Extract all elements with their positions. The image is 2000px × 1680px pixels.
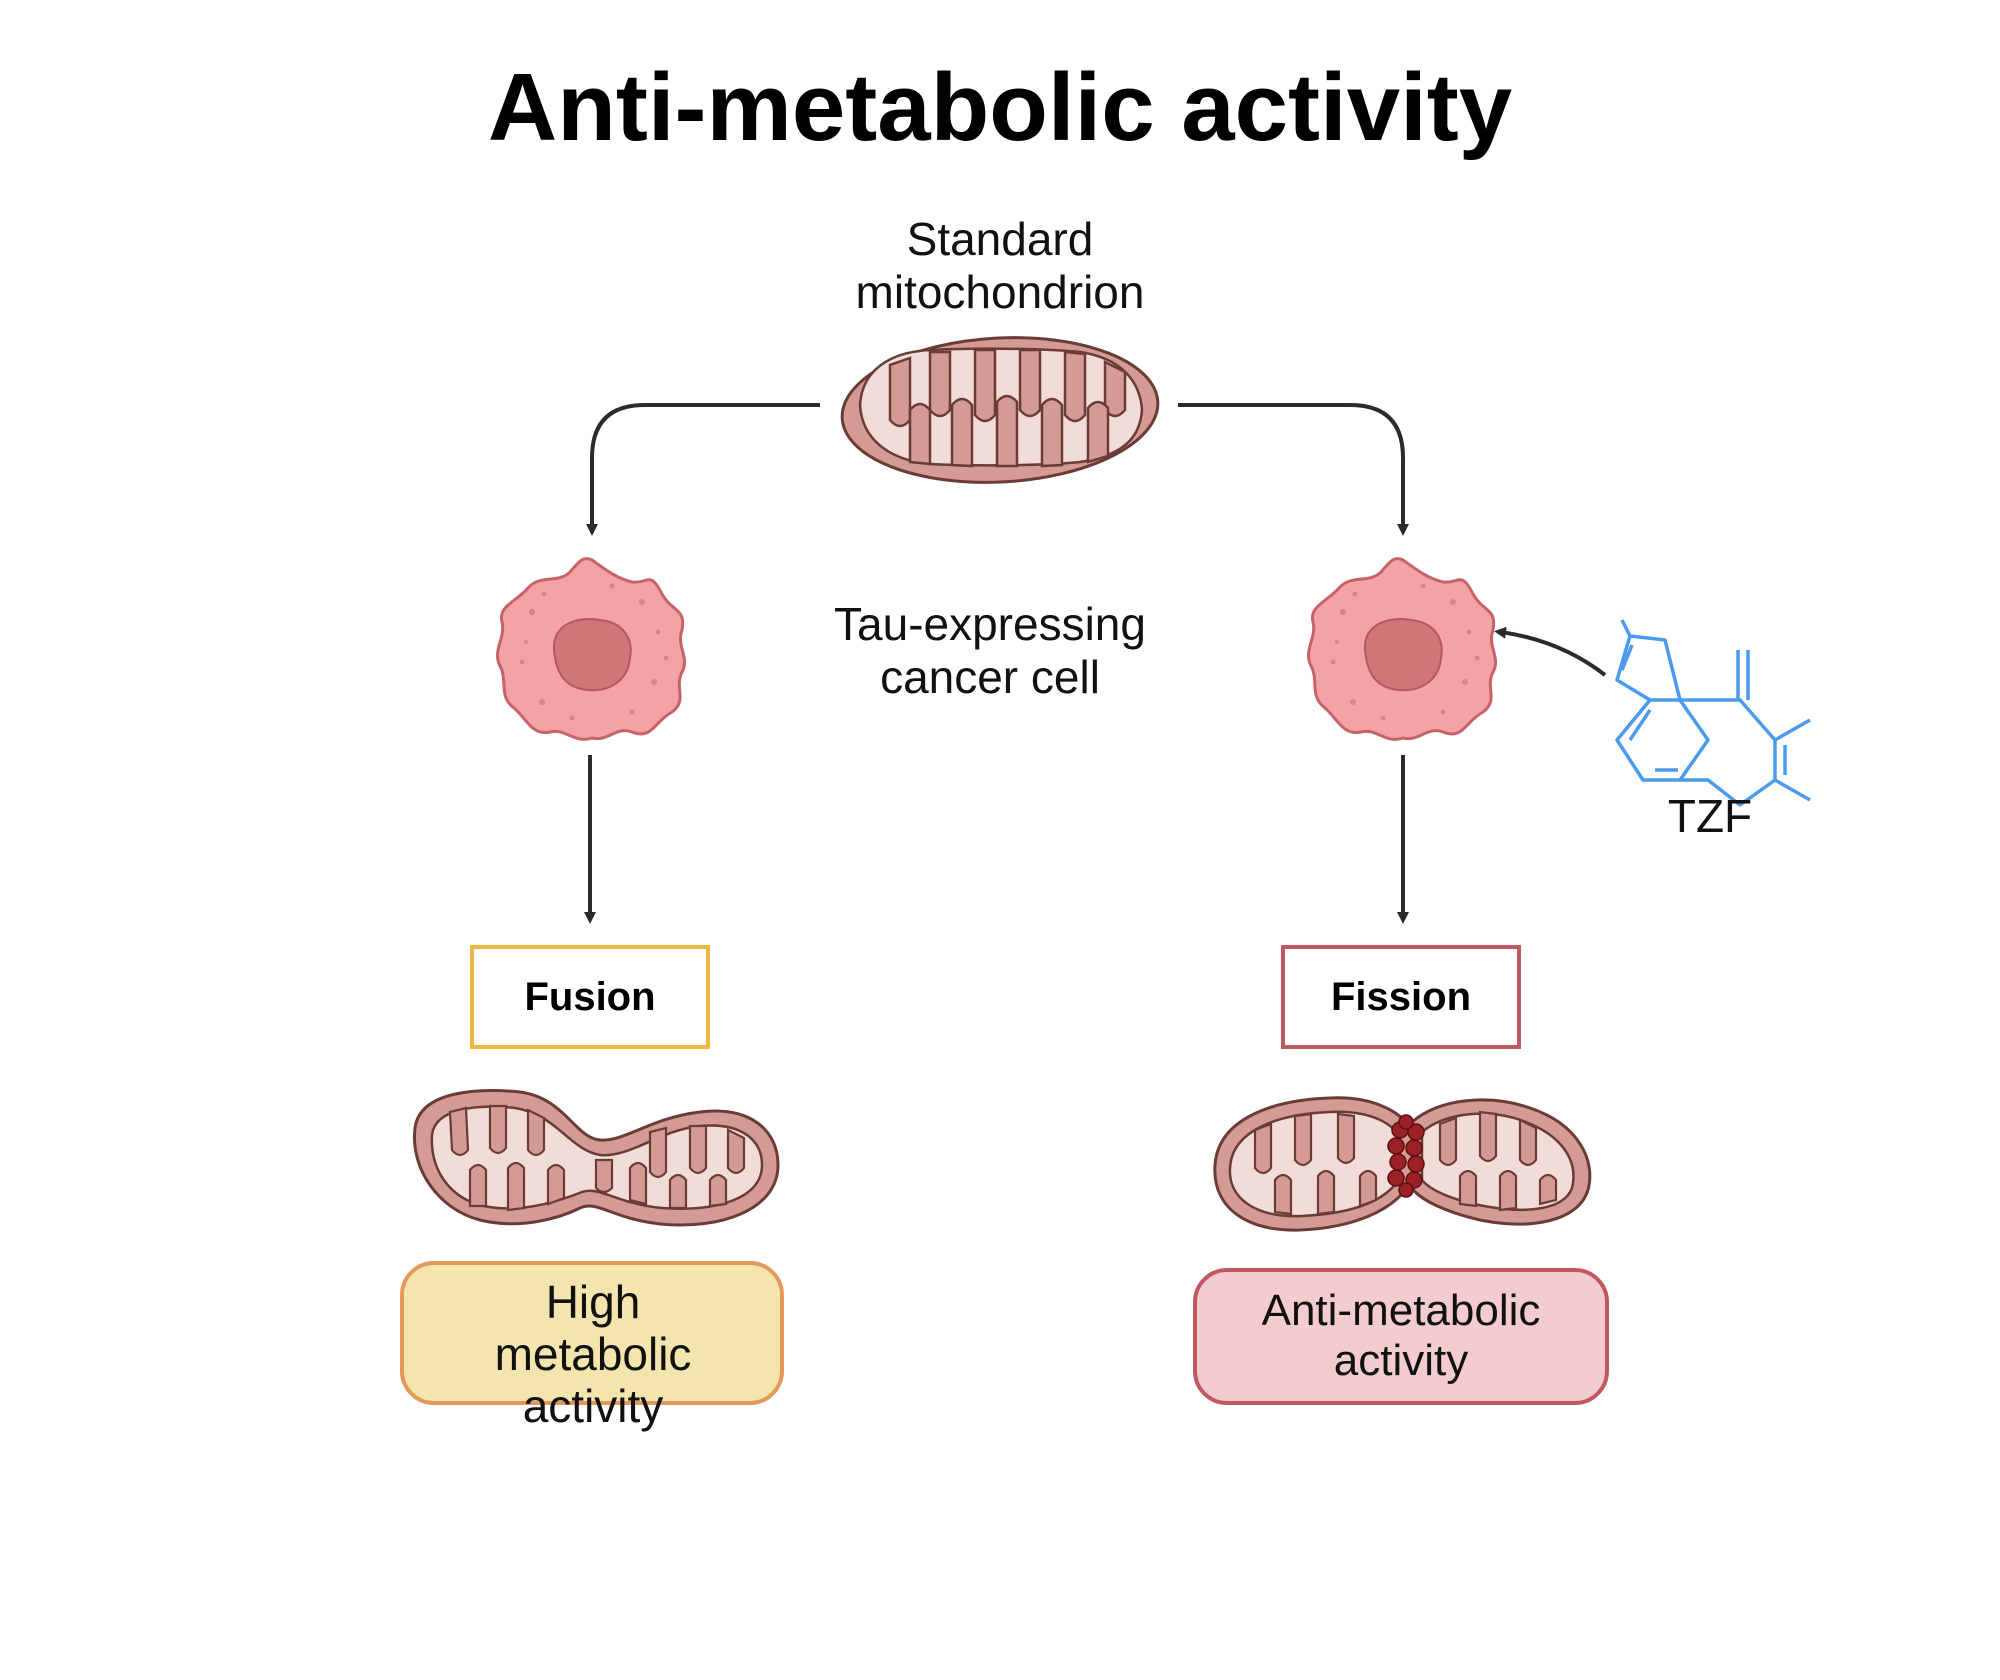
cancer-cell-label-1: Tau-expressing (834, 598, 1146, 650)
standard-mitochondrion-label-1: Standard (907, 213, 1094, 265)
standard-mitochondrion-label-2: mitochondrion (856, 266, 1145, 318)
cancer-cell-icon (495, 557, 687, 741)
arrow-tzf-to-cell (1494, 626, 1607, 677)
cancer-cell-icon (1306, 557, 1498, 741)
fission-ring-icon (1387, 1114, 1425, 1198)
tzf-label: TZF (1668, 790, 1752, 842)
fission-box (1281, 945, 1521, 1049)
anti-metabolic-label-1: Anti-metabolic (1262, 1286, 1541, 1335)
high-metabolic-label-2: metabolic (495, 1328, 692, 1380)
high-metabolic-label-1: High (546, 1276, 641, 1328)
anti-metabolic-label-2: activity (1334, 1336, 1468, 1385)
tzf-molecule-icon (1615, 619, 1811, 807)
high-metabolic-label-3: activity (523, 1380, 664, 1432)
page-title: Anti-metabolic activity (488, 54, 1512, 161)
arrow-top-right (1178, 403, 1409, 536)
arrow-top-left (586, 403, 820, 536)
fusion-label: Fusion (524, 975, 655, 1019)
mitochondrion-icon (840, 336, 1160, 484)
fission-mitochondrion-icon (1213, 1096, 1592, 1232)
anti-metabolic-box (1193, 1268, 1609, 1405)
fusion-box (470, 945, 710, 1049)
cancer-cell-label-2: cancer cell (880, 651, 1100, 703)
high-metabolic-box (400, 1261, 784, 1405)
fused-mitochondrion-icon (412, 1089, 780, 1227)
fission-label: Fission (1331, 975, 1471, 1019)
